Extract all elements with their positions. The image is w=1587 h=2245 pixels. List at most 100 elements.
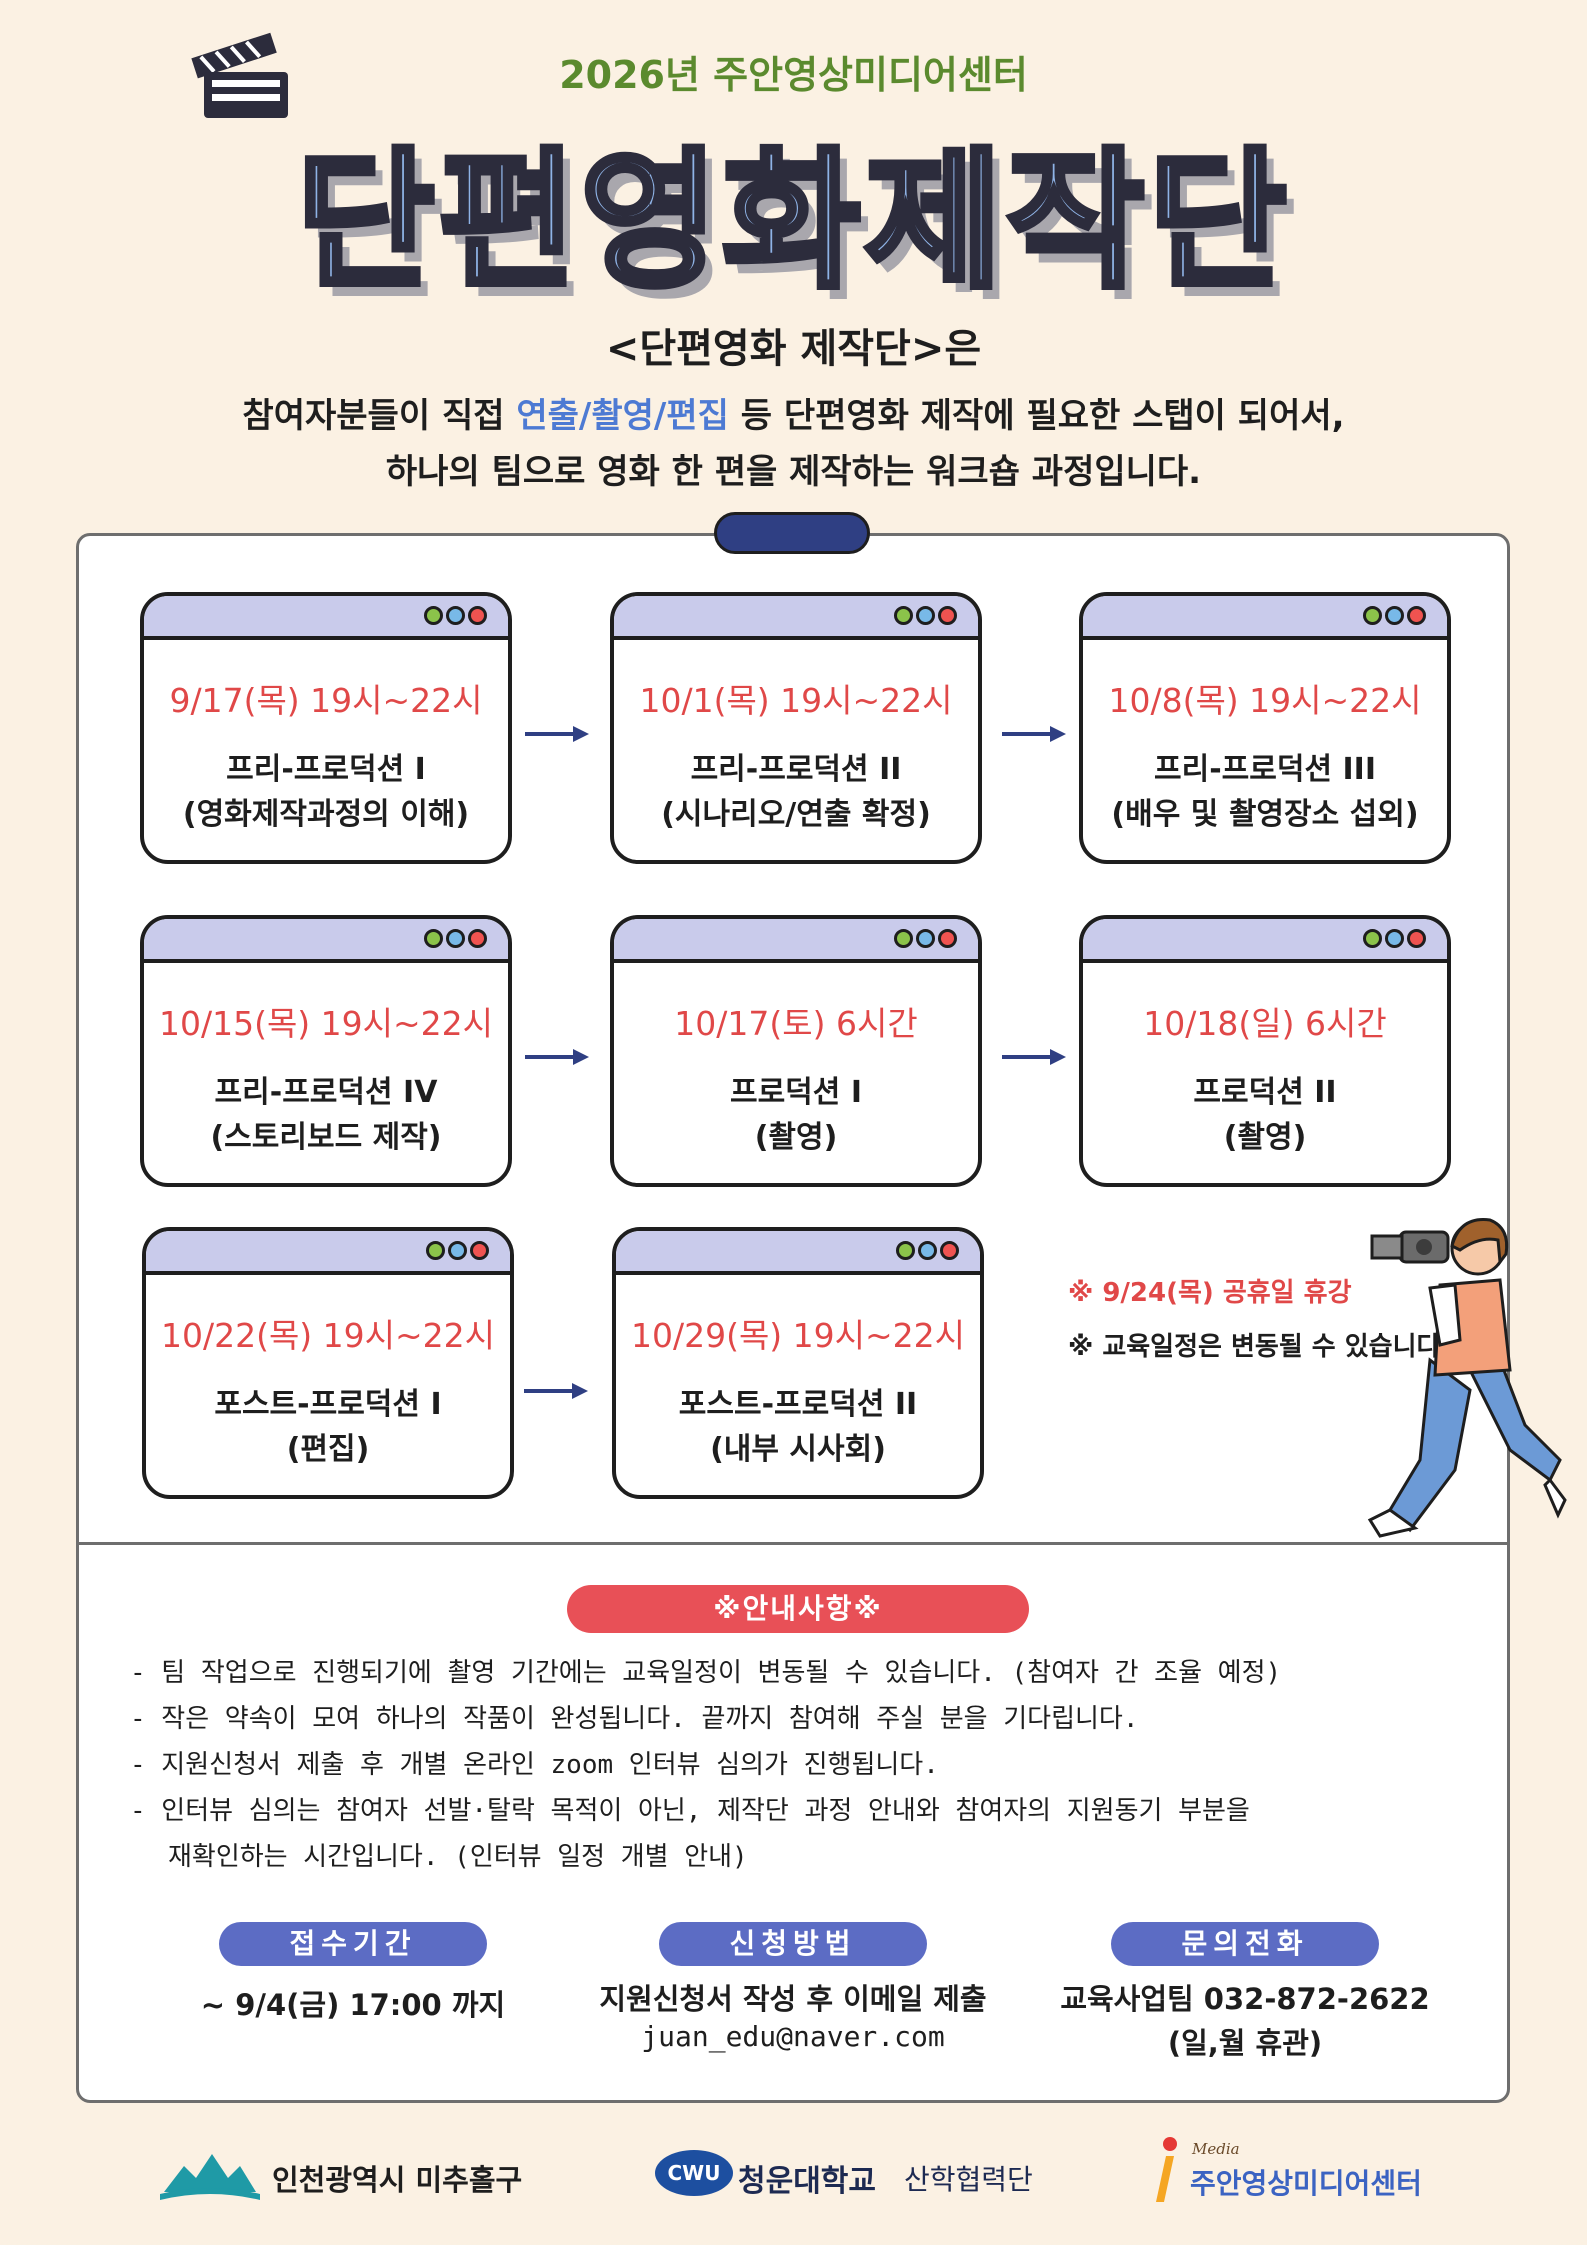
media-i-logo-icon	[1156, 2137, 1177, 2202]
arrow-right-icon	[1002, 1049, 1066, 1065]
window-dot-icon	[468, 929, 487, 948]
session-title: 프로덕션 II	[1193, 1075, 1337, 1110]
window-dot-icon	[894, 929, 913, 948]
window-dot-icon	[424, 929, 443, 948]
center-subtitle: 2026년 주안영상미디어센터	[559, 53, 1028, 97]
window-bar	[146, 1231, 510, 1275]
session-date: 10/1(목) 19시~22시	[639, 681, 953, 720]
window-dot-icon	[938, 929, 957, 948]
schedule-card: 10/17(토) 6시간 프로덕션 I (촬영)	[610, 915, 982, 1187]
session-subtitle: (편집)	[286, 1432, 370, 1467]
session-date: 10/15(목) 19시~22시	[158, 1004, 494, 1043]
contact-label: 문의전화	[1111, 1922, 1379, 1966]
intro-highlight: 연출/촬영/편집	[516, 396, 729, 436]
window-dot-icon	[1407, 606, 1426, 625]
period-label: 접수기간	[219, 1922, 487, 1966]
intro-text: 등 단편영화 제작에 필요한 스탭이 되어서,	[728, 396, 1345, 436]
session-title: 프리-프로덕션 IV	[214, 1075, 438, 1110]
period-value: ~ 9/4(금) 17:00 까지	[200, 1988, 506, 2022]
panel-tab	[714, 512, 870, 554]
window-bar	[614, 919, 978, 963]
window-bar	[1083, 919, 1447, 963]
session-subtitle: (촬영)	[1223, 1120, 1307, 1155]
michuhol-logo-icon	[160, 2154, 260, 2200]
intro-heading: <단편영화 제작단>은	[605, 326, 982, 372]
session-subtitle: (내부 시사회)	[710, 1432, 886, 1467]
window-dot-icon	[916, 929, 935, 948]
intro-line-2: 하나의 팀으로 영화 한 편을 제작하는 워크숍 과정입니다.	[385, 452, 1202, 492]
arrow-right-icon	[525, 726, 589, 742]
cwu-logo-main: 청운대학교	[738, 2164, 876, 2199]
window-dot-icon	[1385, 606, 1404, 625]
media-logo-main: 주안영상미디어센터	[1190, 2167, 1422, 2200]
schedule-card: 10/15(목) 19시~22시 프리-프로덕션 IV (스토리보드 제작)	[140, 915, 512, 1187]
window-dot-icon	[938, 606, 957, 625]
page-title: 단편영화제작단	[293, 132, 1291, 312]
window-bar	[144, 596, 508, 640]
window-dot-icon	[916, 606, 935, 625]
session-date: 10/29(목) 19시~22시	[630, 1316, 966, 1355]
notice-item: - 인터뷰 심의는 참여자 선발·탈락 목적이 아닌, 제작단 과정 안내와 참…	[130, 1796, 1250, 1826]
schedule-card: 10/18(일) 6시간 프로덕션 II (촬영)	[1079, 915, 1451, 1187]
window-bar	[144, 919, 508, 963]
clapperboard-icon	[191, 32, 288, 118]
media-logo-small: Media	[1192, 2140, 1240, 2158]
email-address: juan_edu@naver.com	[641, 2020, 945, 2053]
session-subtitle: (스토리보드 제작)	[210, 1120, 442, 1155]
session-subtitle: (배우 및 촬영장소 섭외)	[1111, 797, 1419, 832]
window-dot-icon	[940, 1241, 959, 1260]
window-dot-icon	[1407, 929, 1426, 948]
session-date: 9/17(목) 19시~22시	[169, 681, 483, 720]
session-subtitle: (시나리오/연출 확정)	[661, 797, 931, 832]
arrow-right-icon	[1002, 726, 1066, 742]
schedule-change-note: ※ 교육일정은 변동될 수 있습니다.	[1068, 1332, 1451, 1362]
holiday-note: ※ 9/24(목) 공휴일 휴강	[1068, 1278, 1352, 1308]
contact-value: 교육사업팀 032-872-2622	[1060, 1982, 1430, 2016]
michuhol-logo-text: 인천광역시 미추홀구	[272, 2163, 523, 2197]
cwu-logo-badge: CWU	[655, 2150, 733, 2196]
window-dot-icon	[1363, 606, 1382, 625]
notice-item: - 지원신청서 제출 후 개별 온라인 zoom 인터뷰 심의가 진행됩니다.	[130, 1750, 939, 1780]
session-date: 10/8(목) 19시~22시	[1108, 681, 1422, 720]
contact-note: (일,월 휴관)	[1167, 2026, 1323, 2060]
session-title: 포스트-프로덕션 I	[214, 1387, 442, 1422]
intro-text: 참여자분들이 직접	[242, 396, 517, 436]
window-dot-icon	[894, 606, 913, 625]
notice-item: - 팀 작업으로 진행되기에 촬영 기간에는 교육일정이 변동될 수 있습니다.…	[130, 1658, 1282, 1688]
session-title: 프로덕션 I	[729, 1075, 862, 1110]
intro-line-1: 참여자분들이 직접 연출/촬영/편집 등 단편영화 제작에 필요한 스탭이 되어…	[0, 388, 1587, 437]
window-bar	[616, 1231, 980, 1275]
camera-person-illustration	[1367, 1218, 1567, 1538]
notice-heading: ※안내사항※	[567, 1585, 1029, 1633]
session-title: 포스트-프로덕션 II	[678, 1387, 918, 1422]
schedule-card: 9/17(목) 19시~22시 프리-프로덕션 I (영화제작과정의 이해)	[140, 592, 512, 864]
window-bar	[614, 596, 978, 640]
notice-item: - 작은 약속이 모여 하나의 작품이 완성됩니다. 끝까지 참여해 주실 분을…	[130, 1704, 1139, 1734]
session-title: 프리-프로덕션 II	[690, 752, 902, 787]
window-dot-icon	[1385, 929, 1404, 948]
session-date: 10/22(목) 19시~22시	[160, 1316, 496, 1355]
session-date: 10/17(토) 6시간	[674, 1004, 918, 1043]
window-bar	[1083, 596, 1447, 640]
schedule-card: 10/29(목) 19시~22시 포스트-프로덕션 II (내부 시사회)	[612, 1227, 984, 1499]
session-title: 프리-프로덕션 I	[226, 752, 426, 787]
window-dot-icon	[468, 606, 487, 625]
window-dot-icon	[426, 1241, 445, 1260]
session-subtitle: (촬영)	[754, 1120, 838, 1155]
cwu-logo-sub: 산학협력단	[904, 2163, 1033, 2196]
window-dot-icon	[1363, 929, 1382, 948]
window-dot-icon	[448, 1241, 467, 1260]
window-dot-icon	[470, 1241, 489, 1260]
notice-item: 재확인하는 시간입니다. (인터뷰 일정 개별 안내)	[168, 1842, 748, 1872]
session-title: 프리-프로덕션 III	[1154, 752, 1376, 787]
window-dot-icon	[918, 1241, 937, 1260]
window-dot-icon	[424, 606, 443, 625]
session-subtitle: (영화제작과정의 이해)	[182, 797, 470, 832]
schedule-card: 10/8(목) 19시~22시 프리-프로덕션 III (배우 및 촬영장소 섭…	[1079, 592, 1451, 864]
arrow-right-icon	[525, 1049, 589, 1065]
schedule-card: 10/1(목) 19시~22시 프리-프로덕션 II (시나리오/연출 확정)	[610, 592, 982, 864]
session-date: 10/18(일) 6시간	[1143, 1004, 1387, 1043]
arrow-right-icon	[524, 1383, 588, 1399]
method-label: 신청방법	[659, 1922, 927, 1966]
window-dot-icon	[446, 929, 465, 948]
